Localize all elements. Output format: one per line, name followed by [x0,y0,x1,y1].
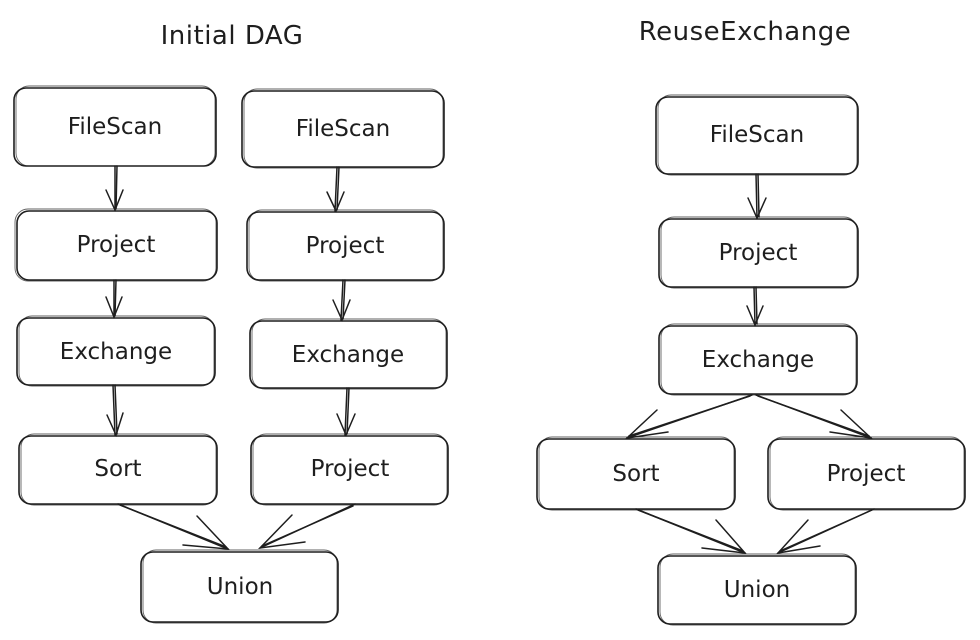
node-label: Sort [94,456,141,482]
title-reuse-exchange: ReuseExchange [639,17,851,47]
node-label: Project [827,461,906,487]
node-l-project-1: Project [14,208,218,282]
edge-r-project1-exchange [746,286,764,327]
edge-r-sort-union [635,508,747,554]
edge-l-project2-exchange2 [332,279,351,322]
edge-l-filescan1-project1 [105,165,124,212]
node-label: Union [207,574,273,600]
edge-l-exchange2-project3 [336,387,356,437]
node-r-exchange: Exchange [658,323,858,396]
node-r-project-1: Project [658,216,859,289]
edge-r-exchange-project2 [755,394,874,440]
node-l-filescan-1: FileScan [13,85,217,167]
edge-r-exchange-sort [624,394,753,440]
edge-r-project2-union [775,508,875,555]
node-label: Project [719,240,798,266]
node-l-filescan-2: FileScan [241,88,445,169]
node-label: FileScan [710,122,804,148]
node-l-project-3: Project [250,433,449,506]
node-label: Exchange [702,347,814,373]
edge-l-project3-union [257,503,356,550]
node-label: Project [311,456,390,482]
node-label: Project [77,232,156,258]
edge-l-exchange1-sort [106,384,124,438]
edge-r-filescan-project1 [747,173,767,220]
node-r-sort: Sort [536,436,736,511]
title-initial-dag: Initial DAG [161,21,304,51]
node-label: FileScan [68,114,162,140]
node-r-filescan: FileScan [655,94,859,176]
node-l-exchange-2: Exchange [249,318,448,390]
edge-l-filescan2-project2 [326,166,345,213]
node-label: Sort [612,461,659,487]
node-l-union: Union [140,549,339,624]
node-l-project-2: Project [246,209,445,282]
node-label: Union [724,577,790,603]
node-r-union: Union [657,553,857,626]
node-r-project-2: Project [767,436,966,511]
edge-l-sort-union [117,503,230,550]
node-label: Exchange [292,342,404,368]
node-label: Exchange [60,339,172,365]
node-l-exchange-1: Exchange [16,315,216,387]
node-l-sort: Sort [18,433,218,506]
node-label: FileScan [296,116,390,142]
node-label: Project [306,233,385,259]
edge-l-project1-exchange1 [105,279,123,320]
